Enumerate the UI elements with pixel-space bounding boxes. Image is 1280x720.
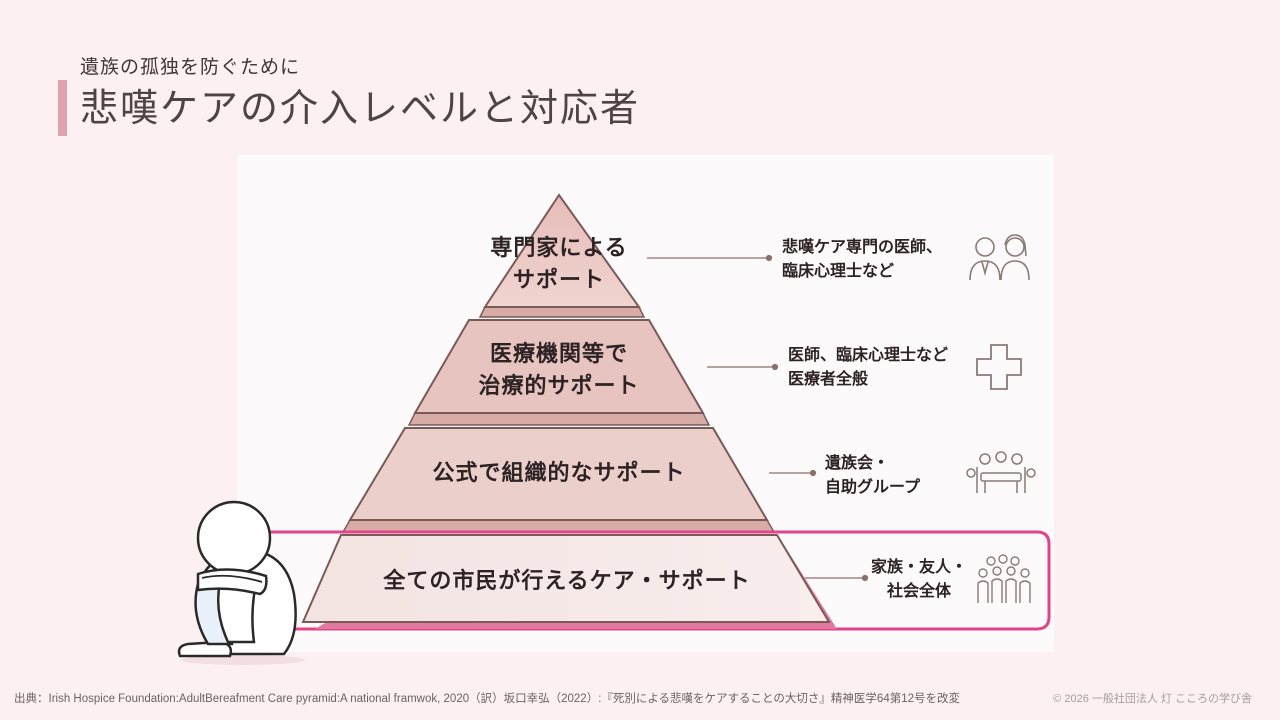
tier-4-shape: [301, 534, 831, 623]
crowd-icon: [977, 554, 1031, 603]
title-accent-bar: [58, 80, 67, 136]
source-citation: 出典：Irish Hospice Foundation:AdultBereafm…: [14, 693, 961, 705]
pyramid-diagram-panel: 専門家による サポート 医療機関等で 治療的サポート 公式で組織的なサポート 全…: [237, 155, 1054, 652]
tier-4-highlight-frame: [257, 530, 1051, 631]
tier-1-shape: [478, 193, 646, 318]
tier-3-label: 公式で組織的なサポート: [432, 461, 686, 486]
copyright-notice: © 2026 一般社団法人 灯 こころの学び舎: [1053, 693, 1252, 705]
doctors-icon: [969, 234, 1030, 281]
connector-lines: [647, 254, 869, 582]
support-group-icon: [966, 451, 1036, 493]
tier-4-responders: 家族・友人・ 社会全体: [871, 557, 968, 600]
page-title: 悲嘆ケアの介入レベルと対応者: [80, 86, 641, 130]
tier-2-responders: 医師、臨床心理士など 医療者全般: [788, 345, 949, 388]
sitting-person-illustration: [177, 500, 305, 665]
pyramid-diagram: [257, 193, 1051, 631]
tier-2-shape: [407, 319, 711, 426]
tier-4-label: 全ての市民が行えるケア・サポート: [383, 569, 751, 594]
medical-cross-icon: [976, 344, 1022, 390]
subtitle: 遺族の孤独を防ぐために: [80, 56, 301, 78]
tier-1-responders: 悲嘆ケア専門の医師、 臨床心理士など: [782, 237, 943, 280]
tier-3-shape: [341, 427, 776, 533]
tier-2-label: 医療機関等で 治療的サポート: [478, 342, 640, 399]
tier-3-responders: 遺族会・ 自助グループ: [825, 453, 921, 496]
tier-1-label: 専門家による サポート: [490, 236, 628, 293]
